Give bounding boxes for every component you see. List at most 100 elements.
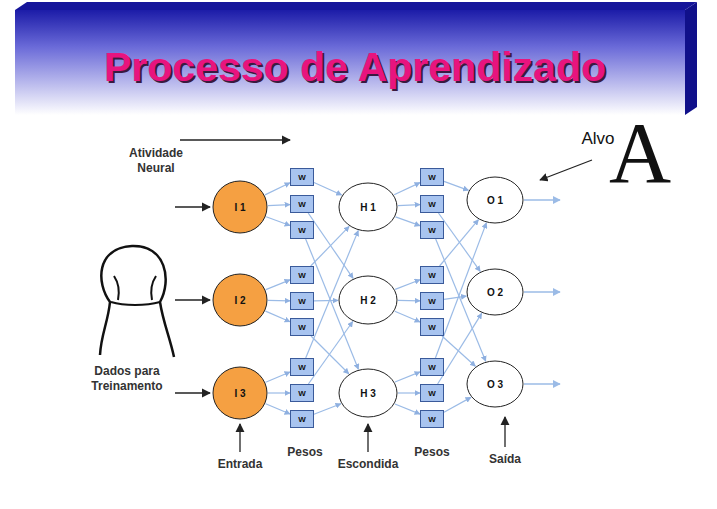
- connection-line: [266, 372, 290, 382]
- node-label: W: [298, 271, 306, 280]
- weight-box: W: [290, 168, 314, 186]
- output-arrow: [524, 291, 560, 292]
- connection-line: [444, 397, 471, 412]
- output-neuron: O 1: [466, 176, 524, 224]
- weight-box: W: [420, 384, 444, 402]
- weight-box: W: [290, 384, 314, 402]
- connection-line: [314, 182, 342, 195]
- node-label: W: [298, 173, 306, 182]
- output-arrow: [524, 383, 560, 384]
- node-label: W: [428, 173, 436, 182]
- layer-label: Entrada: [205, 457, 275, 472]
- layer-label: Saída: [475, 452, 535, 467]
- output-arrow: [524, 199, 560, 200]
- target-letter: A: [608, 110, 672, 196]
- connection-line: [266, 311, 290, 322]
- weights-label: Pesos: [280, 445, 330, 460]
- connection-line: [396, 217, 420, 226]
- node-label: H 3: [360, 388, 376, 399]
- input-arrow: [175, 392, 210, 393]
- connection-line: [395, 404, 420, 414]
- head-hair: [111, 276, 160, 305]
- hidden-neuron: H 1: [338, 182, 398, 232]
- node-label: W: [298, 200, 306, 209]
- node-label: W: [428, 323, 436, 332]
- weight-box: W: [290, 410, 314, 428]
- node-label: W: [298, 226, 306, 235]
- activity-arrow: [180, 139, 290, 140]
- input-neuron: I 2: [212, 273, 268, 327]
- weight-box: W: [420, 266, 444, 284]
- target-leader: [540, 160, 592, 180]
- connection-line: [398, 205, 420, 206]
- connection-line: [268, 300, 290, 302]
- connection-line: [311, 336, 349, 374]
- node-label: I 2: [234, 295, 245, 306]
- connection-line: [314, 300, 338, 302]
- pointer-arrow: [239, 424, 240, 452]
- banner-edge: [685, 2, 697, 115]
- head-outline: [100, 246, 174, 357]
- node-label: I 3: [234, 388, 245, 399]
- node-label: W: [298, 297, 306, 306]
- node-label: H 1: [360, 202, 376, 213]
- node-label: W: [428, 271, 436, 280]
- output-neuron: O 2: [466, 268, 524, 316]
- connection-line: [314, 404, 341, 415]
- weight-box: W: [420, 221, 444, 239]
- node-label: W: [298, 363, 306, 372]
- node-label: W: [298, 389, 306, 398]
- connection-line: [395, 372, 420, 382]
- weight-box: W: [420, 168, 444, 186]
- connection-line: [308, 322, 352, 384]
- title-text: Processo de Aprendizado: [15, 44, 695, 91]
- weight-box: W: [420, 358, 444, 376]
- connection-line: [398, 300, 420, 302]
- output-neuron: O 3: [466, 360, 524, 408]
- weight-box: W: [420, 292, 444, 310]
- weight-box: W: [290, 195, 314, 213]
- weight-box: W: [290, 221, 314, 239]
- weight-box: W: [290, 266, 314, 284]
- connection-line: [398, 392, 420, 393]
- flow-label: Atividade Neural: [118, 146, 194, 176]
- node-label: H 2: [360, 295, 376, 306]
- pointer-arrow: [367, 424, 368, 452]
- node-label: I 1: [234, 202, 245, 213]
- connection-line: [268, 392, 290, 393]
- connection-line: [395, 280, 420, 290]
- layer-label: Escondida: [330, 457, 406, 472]
- pointer-arrow: [504, 417, 505, 447]
- weight-box: W: [420, 318, 444, 336]
- node-label: W: [298, 323, 306, 332]
- data-label: Dados para Treinamento: [72, 364, 182, 394]
- node-label: W: [428, 389, 436, 398]
- connection-line: [311, 226, 349, 266]
- node-label: W: [428, 415, 436, 424]
- connection-line: [266, 280, 290, 290]
- connection-line: [394, 183, 420, 195]
- connection-line: [265, 183, 290, 195]
- node-label: O 2: [487, 287, 503, 298]
- connection-line: [395, 311, 420, 322]
- node-label: W: [428, 297, 436, 306]
- weight-box: W: [290, 292, 314, 310]
- banner-top: [15, 2, 697, 10]
- input-neuron: I 3: [212, 366, 268, 420]
- node-label: O 1: [487, 195, 503, 206]
- input-arrow: [175, 299, 210, 300]
- node-label: W: [428, 226, 436, 235]
- connection-line: [268, 205, 290, 206]
- weight-box: W: [290, 318, 314, 336]
- connection-line: [444, 296, 466, 299]
- connection-line: [444, 181, 468, 190]
- connection-line: [266, 404, 290, 414]
- hidden-neuron: H 3: [338, 368, 398, 418]
- weight-box: W: [290, 358, 314, 376]
- weights-label: Pesos: [407, 445, 457, 460]
- weight-box: W: [420, 195, 444, 213]
- weight-box: W: [420, 410, 444, 428]
- node-label: W: [428, 200, 436, 209]
- input-arrow: [175, 206, 210, 207]
- node-label: W: [428, 363, 436, 372]
